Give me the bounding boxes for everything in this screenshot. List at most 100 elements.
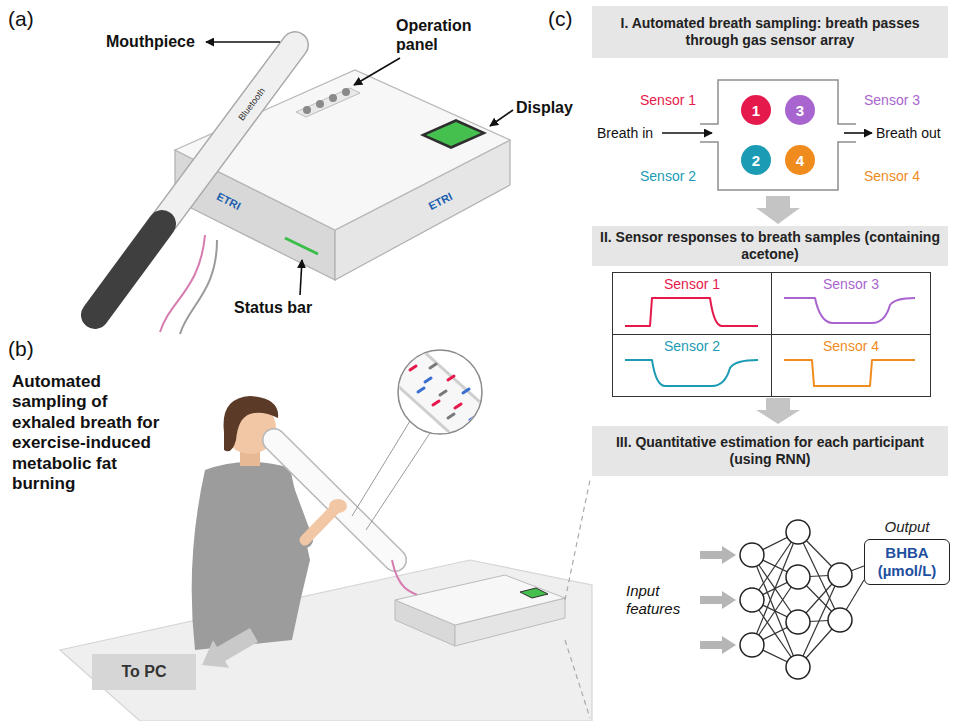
input-arrow (700, 591, 736, 609)
flow-label: Breath in (597, 125, 653, 142)
output-box: OutputBHBA (µmol/L) (864, 518, 950, 585)
device-illustration (95, 45, 510, 334)
response-curve (625, 360, 758, 386)
network-links (752, 532, 864, 667)
node-text: Sensor 4 (823, 338, 879, 355)
node-text: To PC (121, 663, 166, 681)
node-text: III. Quantitative estimation for each pa… (600, 434, 940, 468)
network-neurons (828, 563, 852, 587)
node-text: Sensor 2 (664, 338, 720, 355)
response-cell: Sensor 3 (771, 272, 931, 335)
output-box-frame: BHBA (µmol/L) (864, 539, 950, 585)
response-curves (625, 298, 915, 386)
to-pc-arrow (194, 621, 262, 679)
response-cell: Sensor 4 (771, 334, 931, 397)
step-band: II. Sensor responses to breath samples (… (592, 226, 948, 266)
tube-interior (390, 350, 490, 440)
panel-letter: (c) (548, 6, 573, 31)
response-cell: Sensor 1 (612, 272, 772, 335)
response-curve (625, 298, 758, 326)
response-cell: Sensor 2 (612, 334, 772, 397)
sensor-label: Sensor 2 (640, 168, 696, 185)
network-neurons (786, 610, 810, 634)
input-label: Input features (626, 582, 698, 618)
network-neurons (740, 520, 852, 679)
button-plate (296, 88, 360, 117)
mouthpiece-tube (165, 45, 295, 220)
button (303, 106, 311, 114)
node-text: 3 (796, 103, 804, 118)
node-text: Sensor 1 (664, 276, 720, 293)
part-label: Mouthpiece (106, 32, 195, 51)
sensor-circle: 4 (785, 145, 815, 175)
flow-arrow (844, 132, 872, 134)
breath-tube (274, 440, 395, 560)
zoom-dashed-line (565, 480, 590, 600)
status-bar (285, 238, 318, 254)
part-label: Display (516, 98, 573, 117)
panel-caption: Automated sampling of exhaled breath for… (12, 372, 162, 494)
sensor-label: Sensor 1 (640, 92, 696, 109)
part-label: Operation panel (396, 16, 492, 54)
zoom-line (352, 421, 410, 516)
mouthpiece-tube (165, 45, 295, 220)
node-text: BHBA (µmol/L) (878, 544, 937, 579)
response-curve (784, 360, 915, 386)
sensor-circle: 3 (785, 95, 815, 125)
input-arrow (700, 636, 736, 654)
breath-molecules (410, 366, 416, 370)
flow-arrow (662, 132, 712, 134)
step-arrow (756, 398, 800, 424)
leader-line (300, 260, 302, 295)
network-neurons (786, 520, 810, 544)
sensor-circle: 1 (741, 95, 771, 125)
leader-line (354, 58, 400, 85)
breath-molecules (433, 401, 439, 405)
zoom-dashed-line (565, 640, 590, 718)
breath-molecules (430, 364, 436, 368)
display-frame (420, 119, 487, 149)
breath-molecules (470, 416, 476, 420)
sensor-circle: 2 (741, 145, 771, 175)
breath-molecules (418, 388, 424, 392)
chamber-fill (700, 80, 856, 190)
breath-tube (274, 440, 395, 560)
leader-line (206, 41, 280, 43)
node-text: 4 (796, 153, 804, 168)
zoom-line (366, 433, 430, 530)
display-screen (520, 588, 548, 598)
leader-line (490, 110, 513, 126)
input-arrow (700, 546, 736, 564)
node-text: Sensor 3 (823, 276, 879, 293)
node-heading: Output (884, 518, 929, 536)
node-text: II. Sensor responses to breath samples (… (600, 229, 940, 263)
node-text: 1 (752, 103, 760, 118)
breath-molecules (463, 389, 469, 393)
button (316, 100, 324, 108)
table (60, 560, 592, 721)
panel-letter: (b) (8, 336, 34, 361)
tube-end (95, 224, 162, 315)
display-screen (426, 122, 481, 146)
cable (160, 235, 205, 332)
step-band: III. Quantitative estimation for each pa… (592, 426, 948, 476)
breath-molecules (455, 404, 461, 408)
sensor-label: Sensor 3 (864, 92, 920, 109)
response-curve (784, 298, 915, 323)
cable (180, 240, 217, 334)
zoom-content (390, 350, 490, 440)
sensor-label: Sensor 4 (864, 168, 920, 185)
arm-sleeve (282, 478, 305, 540)
forearm (305, 508, 336, 540)
network-neurons (786, 655, 810, 679)
breath-molecules (440, 391, 446, 395)
part-label: Status bar (234, 298, 312, 317)
network-neurons (740, 588, 764, 612)
node-text: 2 (752, 153, 760, 168)
breath-molecules (410, 364, 476, 420)
step-arrow (756, 196, 800, 224)
output-target-box: To PC (92, 654, 196, 690)
chamber-outline (700, 80, 856, 190)
button (342, 88, 350, 96)
step-band: I. Automated breath sampling: breath pas… (592, 6, 948, 58)
